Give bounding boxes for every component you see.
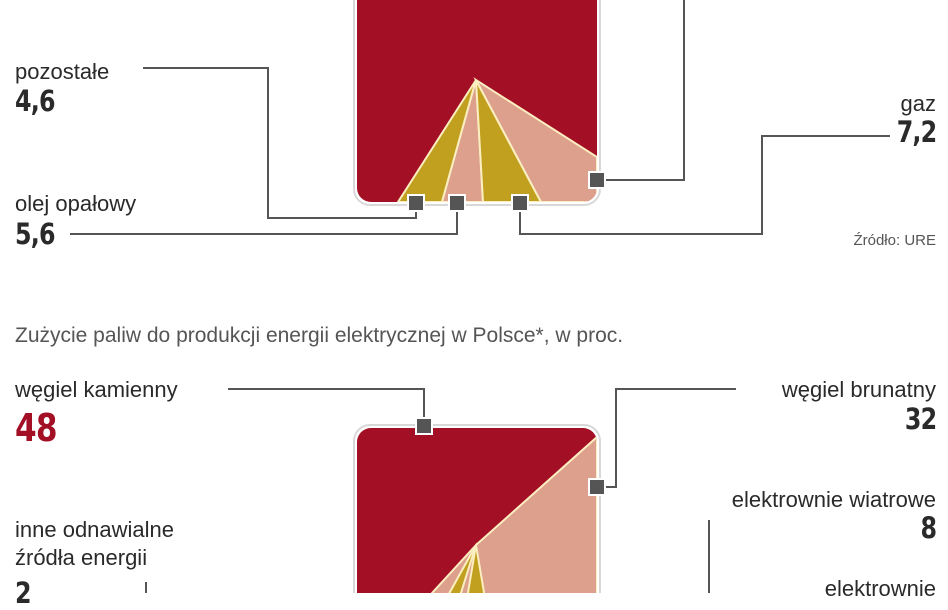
label-elektrownie-wiatrowe: elektrownie wiatrowe	[731, 487, 936, 512]
label-elektrownie: elektrownie	[824, 576, 936, 601]
label-wegiel-kamienny: węgiel kamienny	[15, 377, 178, 402]
value-wegiel-kamienny: 48	[15, 406, 58, 450]
value-pozostale: 4,6	[15, 84, 55, 118]
label-pozostale: pozostałe	[15, 59, 110, 84]
bottom-chart-square	[353, 424, 601, 593]
value-olej: 5,6	[15, 217, 55, 251]
label-olej: olej opałowy	[15, 191, 137, 216]
top-chart-square	[353, 0, 601, 206]
top-marker-squares	[407, 171, 606, 212]
label-wegiel-brunatny: węgiel brunatny	[781, 377, 936, 402]
value-elektrownie-wiatrowe: 8	[920, 511, 937, 545]
value-inne-odnawialne: 2	[15, 576, 32, 610]
value-wegiel-brunatny: 32	[904, 402, 937, 436]
value-gaz: 7,2	[896, 115, 936, 149]
source-note: Źródło: URE	[853, 232, 936, 249]
label-inne-odnawialne-1: inne odnawialne	[15, 517, 175, 542]
bottom-marker-squares	[415, 417, 606, 496]
chart-subtitle: Zużycie paliw do produkcji energii elekt…	[15, 324, 624, 347]
label-inne-odnawialne-2: źródła energii	[15, 545, 148, 570]
bottom-leader-lines	[145, 388, 736, 593]
top-leader-lines	[70, 0, 890, 235]
label-gaz: gaz	[900, 91, 936, 116]
charts-graphic	[70, 0, 890, 593]
